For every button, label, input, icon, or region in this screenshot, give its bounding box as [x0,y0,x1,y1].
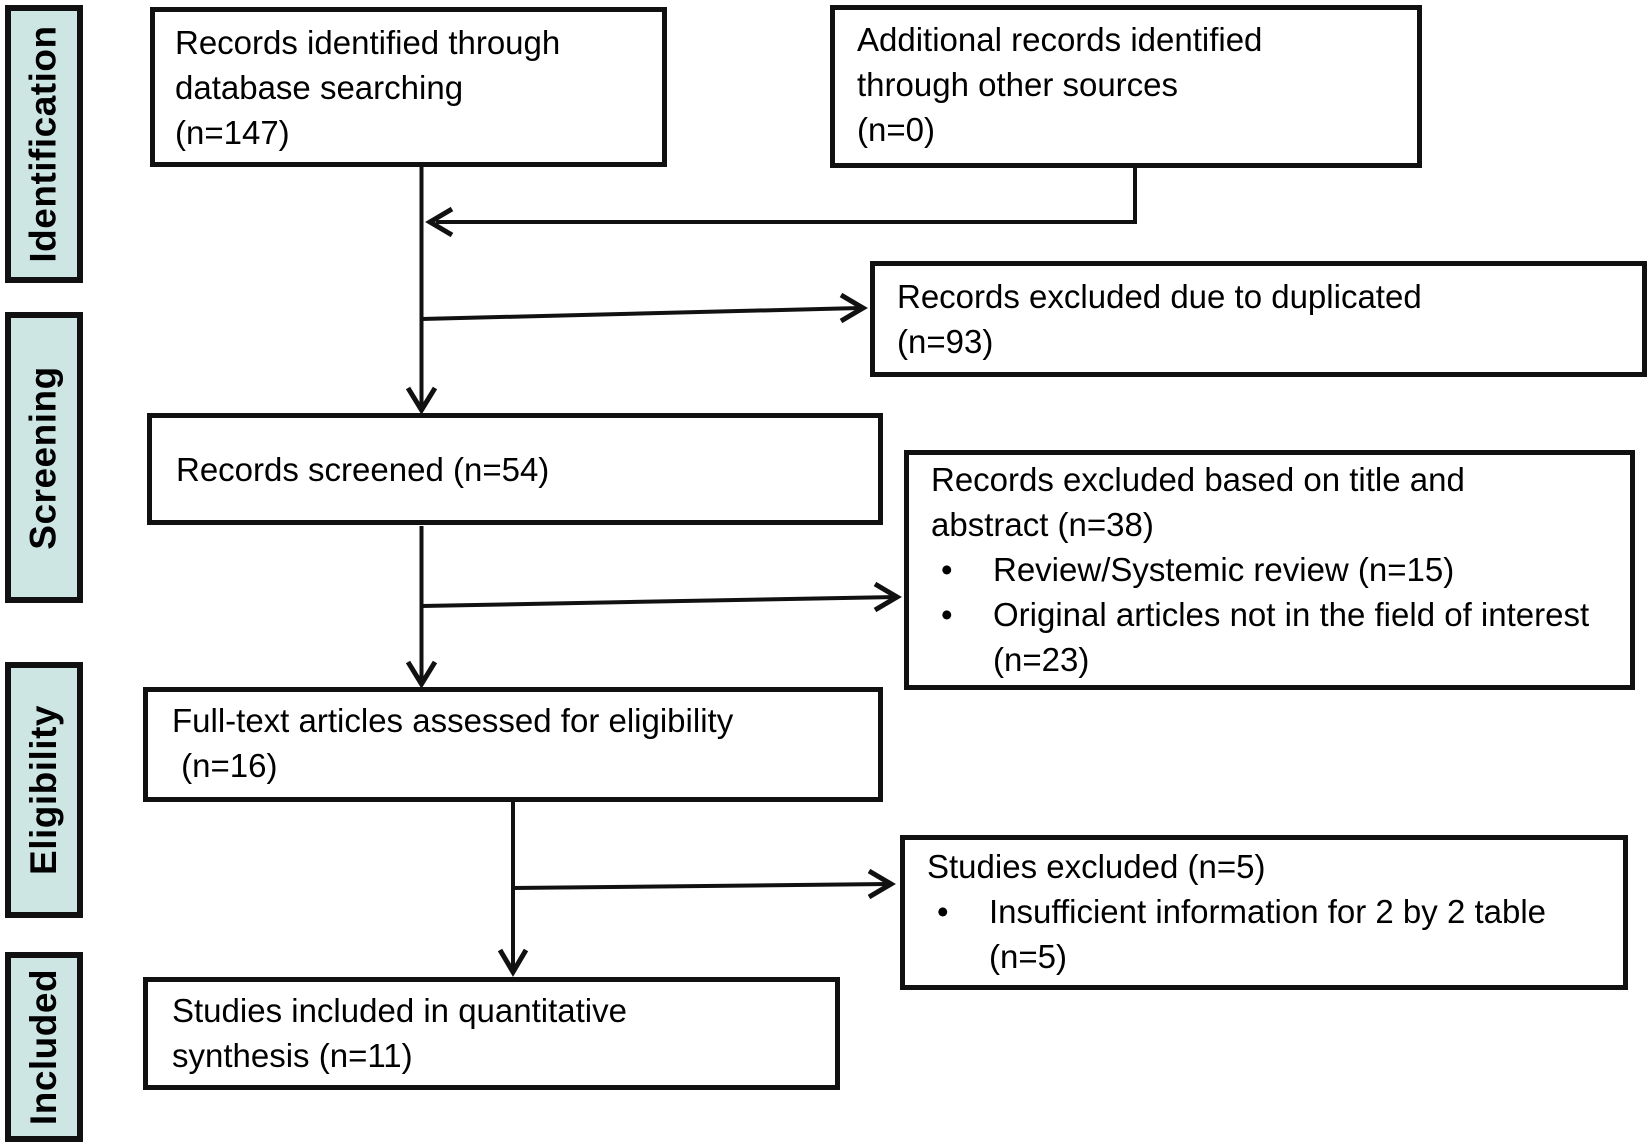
bullet-text-line: Original articles not in the field of in… [993,596,1590,633]
box-text-line: Records excluded due to duplicated [897,278,1422,315]
box-text-line: Full-text articles assessed for eligibil… [172,702,734,739]
stage-identification: Identification [5,5,83,283]
stage-eligibility-label: Eligibility [23,705,64,875]
arrow-fulltext-to-studies-included [497,802,529,977]
box-studies-included: Studies included in quantitative synthes… [143,977,840,1090]
bullet-marker: • [941,551,953,588]
bullet-item: • Insufficient information for 2 by 2 ta… [927,889,1619,979]
bullet-item: • Original articles not in the field of … [931,592,1626,682]
box-text-line: synthesis (n=11) [172,1037,413,1074]
arrow-identified-to-screened [405,167,438,415]
bullet-item: • Review/Systemic review (n=15) [931,547,1626,592]
arrow-screened-to-fulltext [405,526,438,689]
bullet-text-line: (n=23) [993,641,1090,678]
stage-included: Included [5,952,83,1142]
box-fulltext-assessed: Full-text articles assessed for eligibil… [143,687,883,802]
box-text-line: Studies included in quantitative [172,992,627,1029]
arrow-to-excluded-title-abstract [421,581,902,613]
bullet-text-line: (n=5) [989,938,1067,975]
box-records-screened: Records screened (n=54) [147,413,883,525]
box-text-line: through other sources [857,66,1179,103]
box-text-line: (n=93) [897,323,994,360]
bullet-marker: • [937,893,949,930]
box-text-line: Additional records identified [857,21,1263,58]
bullet-text-line: Insufficient information for 2 by 2 tabl… [989,893,1547,930]
box-additional-records: Additional records identified through ot… [830,5,1422,168]
box-records-identified: Records identified through database sear… [150,7,667,167]
bullet-marker: • [941,596,953,633]
arrow-to-excluded-duplicated [421,292,868,324]
box-text-line: abstract (n=38) [931,506,1154,543]
box-text-line: Records identified through [175,24,561,61]
box-text-line: (n=16) [172,747,278,784]
box-text-line: Records screened (n=54) [176,450,550,488]
stage-screening-label: Screening [23,365,64,550]
box-records-excluded-duplicated: Records excluded due to duplicated (n=93… [870,261,1647,377]
stage-screening: Screening [5,312,83,603]
stage-included-label: Included [23,968,64,1126]
box-studies-excluded: Studies excluded (n=5) • Insufficient in… [900,835,1628,990]
box-text-line: database searching [175,69,464,106]
box-text-line: (n=147) [175,114,290,151]
box-records-excluded-title-abstract: Records excluded based on title and abst… [904,450,1635,690]
stage-identification-label: Identification [23,25,65,263]
connector-additional-records-merge [425,168,1137,238]
stage-eligibility: Eligibility [5,662,83,918]
arrow-to-studies-excluded [512,868,896,900]
box-text-line: Studies excluded (n=5) [927,848,1266,885]
box-text-line: (n=0) [857,111,935,148]
bullet-text-line: Review/Systemic review (n=15) [993,551,1455,588]
box-text-line: Records excluded based on title and [931,461,1465,498]
